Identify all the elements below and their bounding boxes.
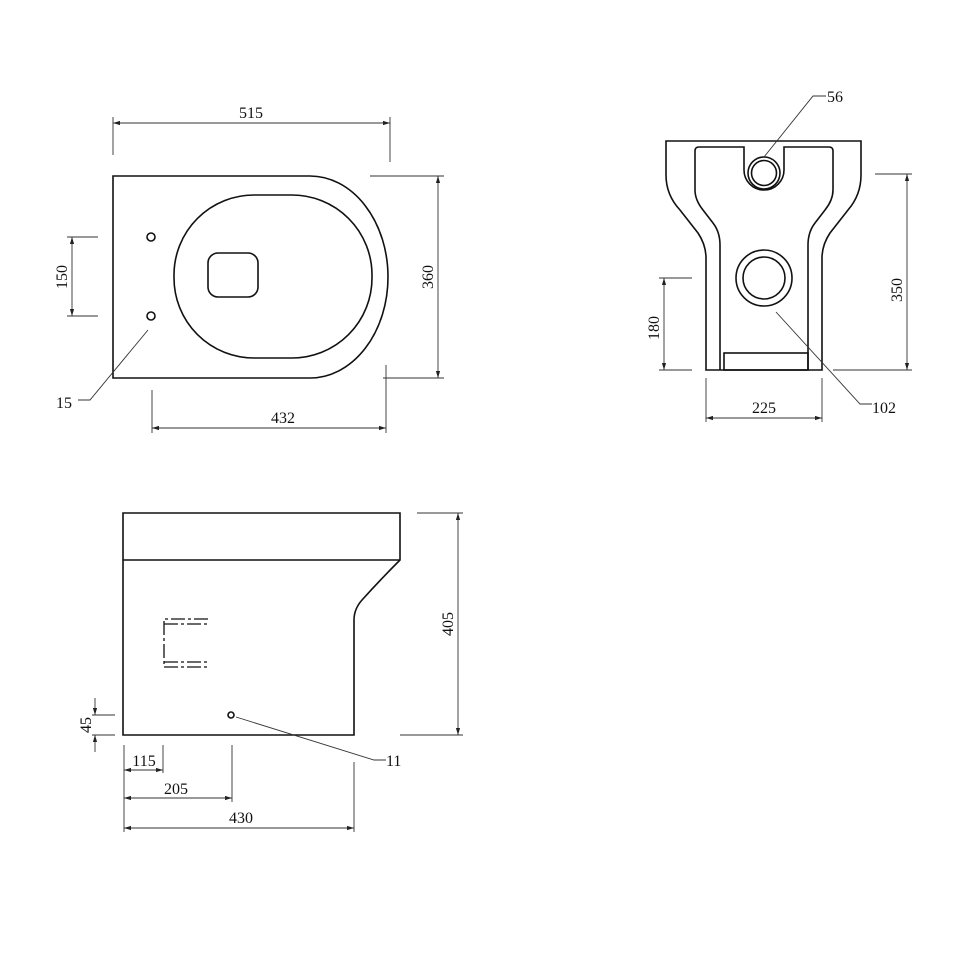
dim-label: 432 bbox=[271, 410, 295, 427]
side-view: 405 45 115 205 430 11 bbox=[78, 512, 463, 832]
dim-225: 225 bbox=[705, 378, 823, 422]
leader-102: 102 bbox=[775, 311, 896, 417]
dim-label: 115 bbox=[132, 753, 155, 770]
dim-label: 180 bbox=[646, 316, 663, 340]
rear-outline bbox=[665, 140, 862, 371]
hidden-outlet bbox=[163, 618, 208, 668]
inlet-outer bbox=[747, 156, 781, 190]
top-outline bbox=[112, 175, 389, 379]
dim-405: 405 bbox=[400, 512, 463, 736]
dim-150: 150 bbox=[54, 236, 98, 317]
dim-350: 350 bbox=[833, 173, 912, 371]
side-outline bbox=[122, 512, 401, 736]
dim-label: 11 bbox=[386, 753, 401, 770]
dim-label: 225 bbox=[752, 400, 776, 417]
dim-label: 56 bbox=[827, 89, 843, 106]
dim-360: 360 bbox=[370, 175, 444, 379]
dim-label: 102 bbox=[872, 400, 896, 417]
inlet-inner bbox=[750, 159, 778, 187]
dim-430: 430 bbox=[123, 762, 355, 832]
dim-label: 15 bbox=[56, 395, 72, 412]
leader-15: 15 bbox=[56, 329, 149, 412]
side-fix-hole bbox=[227, 711, 235, 719]
fixing-hole-bottom bbox=[146, 311, 156, 321]
rear-view: 350 180 225 56 102 bbox=[646, 89, 912, 422]
dim-115: 115 bbox=[123, 745, 164, 832]
dim-label: 150 bbox=[54, 265, 71, 289]
dim-label: 350 bbox=[889, 278, 906, 302]
dim-205: 205 bbox=[123, 745, 233, 802]
dim-label: 515 bbox=[239, 105, 263, 122]
dim-label: 360 bbox=[420, 265, 437, 289]
dim-45: 45 bbox=[78, 698, 115, 752]
dim-180: 180 bbox=[646, 277, 692, 371]
fixing-hole-top bbox=[146, 232, 156, 242]
dim-label: 205 bbox=[164, 781, 188, 798]
dim-label: 430 bbox=[229, 810, 253, 827]
base-strip bbox=[723, 352, 809, 371]
dim-515: 515 bbox=[112, 105, 391, 162]
seat-opening bbox=[173, 194, 373, 359]
dim-label: 45 bbox=[78, 717, 95, 733]
top-view: 515 360 150 432 15 bbox=[54, 105, 444, 433]
outlet-outer bbox=[735, 249, 793, 307]
leader-11: 11 bbox=[235, 716, 401, 770]
rear-cavity bbox=[694, 146, 834, 370]
seat-pad bbox=[207, 252, 259, 298]
dim-label: 405 bbox=[440, 612, 457, 636]
leader-56: 56 bbox=[763, 89, 843, 158]
outlet-inner bbox=[742, 256, 786, 300]
dim-432: 432 bbox=[151, 365, 387, 433]
